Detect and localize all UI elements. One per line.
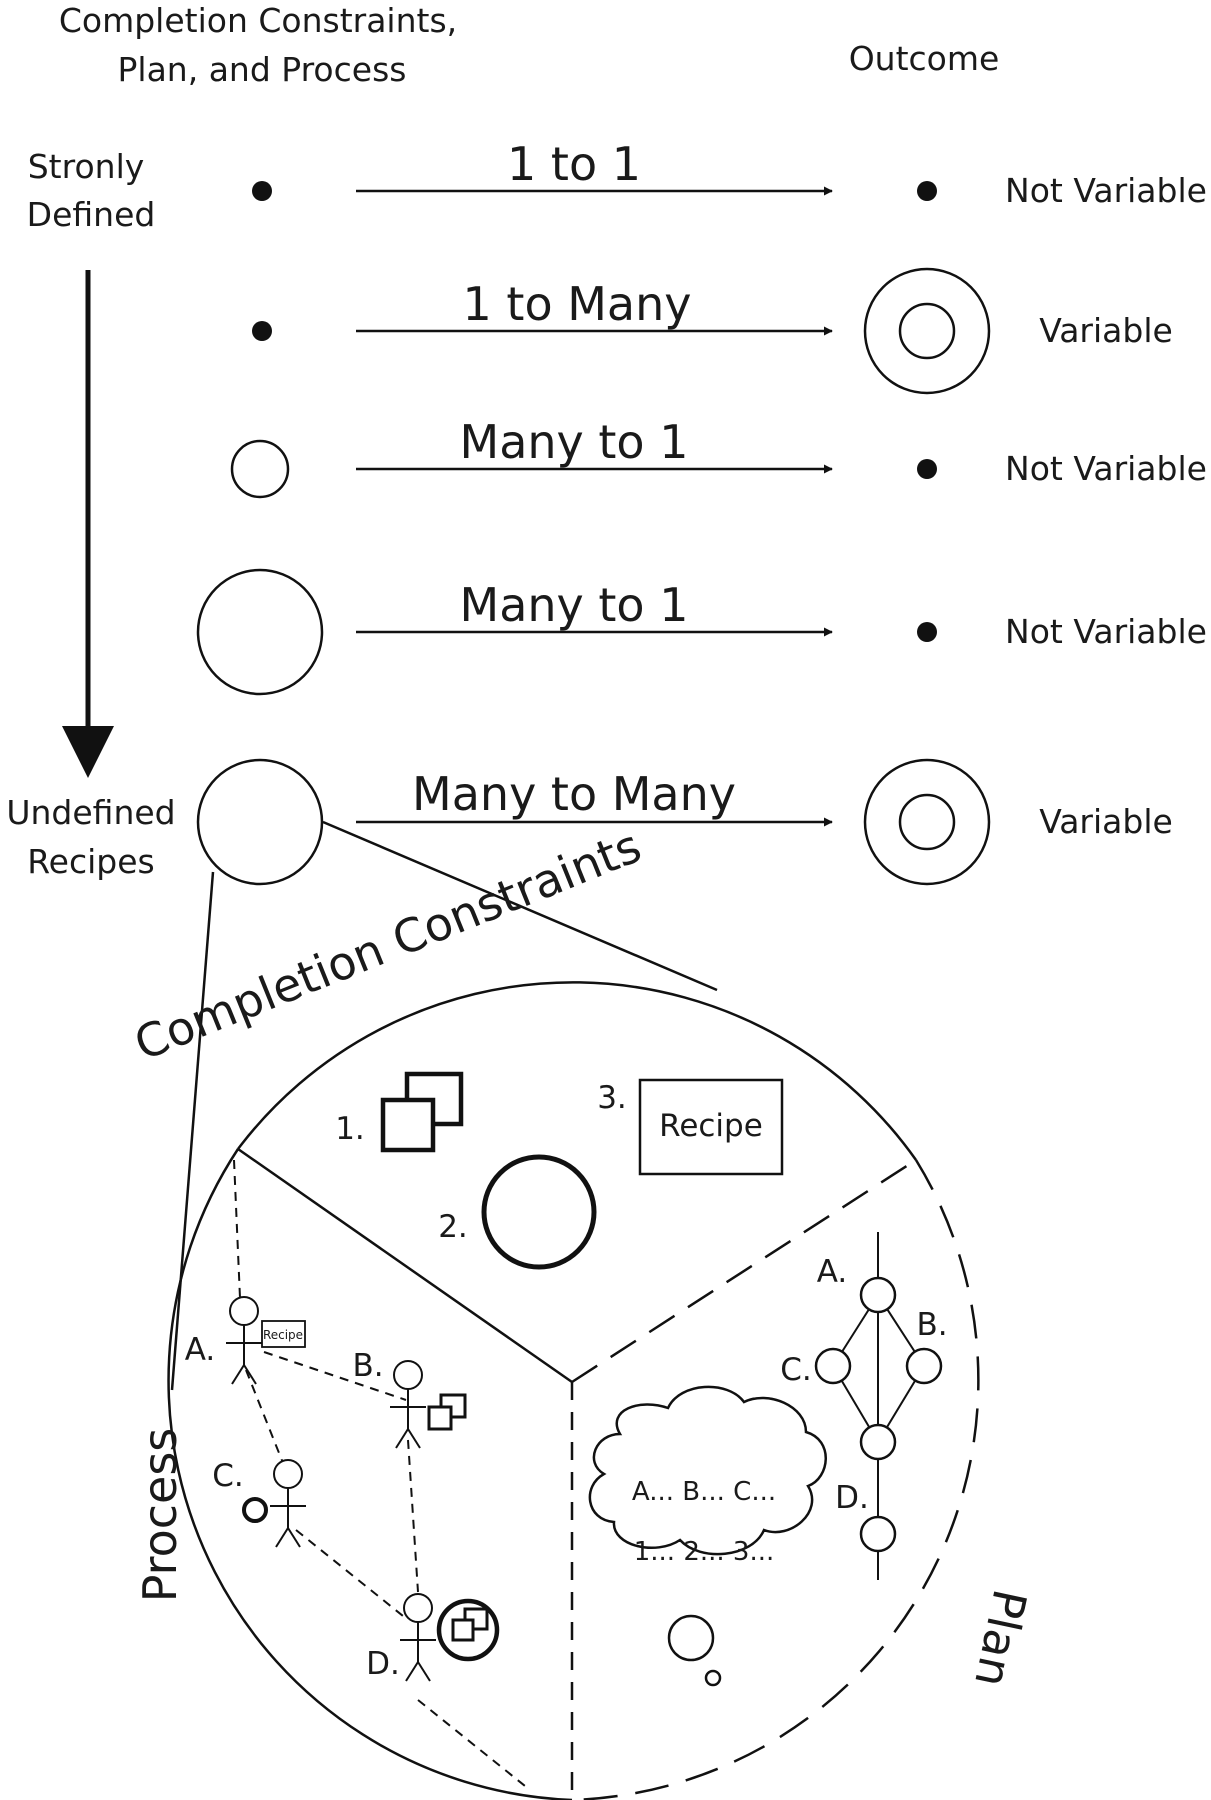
constraint-item-1-label: 1.: [335, 1111, 365, 1147]
row-2: 1 to Many Variable: [252, 267, 1173, 395]
agent-d-stick-figure-icon: [400, 1593, 436, 1682]
outcome-outer-ring: [863, 758, 991, 886]
outcome-dot: [917, 622, 937, 642]
divider-constraints-plan: [571, 1158, 917, 1384]
sector-title-process: Process: [133, 1428, 187, 1603]
detail-circle: Completion Constraints Process Plan 1. 2…: [127, 819, 1037, 1800]
axis-bottom-line1: Undefined: [6, 793, 175, 832]
recipe-card: [638, 1078, 784, 1176]
agent-c-stick-figure-icon: [270, 1459, 306, 1548]
constraint-item-3-label: 3.: [597, 1080, 627, 1116]
zoom-line-left: [170, 871, 215, 1391]
plan-node-b-label: B.: [916, 1307, 947, 1343]
outcome-dot: [917, 459, 937, 479]
plan-node-b: [905, 1347, 943, 1385]
relation-label: Many to 1: [460, 578, 689, 632]
sector-title-plan: Plan: [964, 1585, 1037, 1692]
outcome-inner-ring: [898, 302, 956, 360]
outcome-label: Variable: [1039, 311, 1173, 350]
thought-cloud-icon: [588, 1385, 827, 1687]
zoom-line-right: [322, 820, 718, 992]
process-network: [233, 1159, 531, 1791]
agent-a-recipe-label: Recipe: [263, 1328, 303, 1342]
agent-b-stick-figure-icon: [390, 1360, 426, 1449]
header-outcome: Outcome: [849, 39, 1000, 78]
input-circle-large: [196, 758, 324, 886]
plan-node-c: [814, 1347, 852, 1385]
recipe-card-label: Recipe: [659, 1108, 763, 1144]
outcome-inner-ring: [898, 793, 956, 851]
sector-title-constraints: Completion Constraints: [127, 819, 648, 1072]
agent-d-label: D.: [366, 1646, 400, 1682]
outcome-label: Variable: [1039, 802, 1173, 841]
bold-circle-icon: [481, 1154, 597, 1270]
axis-bottom-line2: Recipes: [27, 842, 155, 881]
input-circle-small: [230, 439, 290, 499]
process-sector-boundary: [167, 1148, 573, 1800]
plan-node-a-label: A.: [817, 1254, 848, 1290]
constraint-item-2-label: 2.: [438, 1209, 468, 1245]
overlapping-squares-icon: [380, 1071, 464, 1153]
agent-b-label: B.: [352, 1348, 383, 1384]
plan-node-a: [859, 1276, 897, 1314]
relation-label: 1 to Many: [463, 277, 692, 331]
outcome-label: Not Variable: [1005, 171, 1207, 210]
outcome-dot: [917, 181, 937, 201]
input-dot: [252, 181, 272, 201]
row-5: Many to Many Variable: [196, 758, 1173, 886]
plan-node-c-label: C.: [780, 1352, 812, 1388]
plan-node-d: [859, 1515, 897, 1553]
row-1: 1 to 1 Not Variable: [252, 137, 1207, 210]
agent-a-label: A.: [185, 1332, 216, 1368]
outcome-label: Not Variable: [1005, 449, 1207, 488]
agent-a-recipe-card: [261, 1320, 306, 1348]
axis-top-line2: Defined: [27, 195, 156, 234]
plan-node-merge: [859, 1423, 897, 1461]
divider-constraints-process: [237, 1147, 573, 1384]
axis-arrow-head: [62, 726, 114, 778]
plan-node-d-label: D.: [835, 1480, 869, 1516]
plan-sector-boundary: [571, 1159, 980, 1800]
agent-d-combined-icon: [436, 1598, 500, 1662]
input-circle-large: [196, 568, 324, 696]
header-left-line1: Completion Constraints,: [59, 1, 457, 40]
outcome-label: Not Variable: [1005, 612, 1207, 651]
header-left-line2: Plan, and Process: [118, 50, 407, 89]
thought-line-1: A... B... C...: [632, 1477, 776, 1507]
constraints-sector-boundary: [237, 981, 918, 1161]
agent-a-stick-figure-icon: [226, 1296, 262, 1385]
outcome-outer-ring: [863, 267, 991, 395]
thought-line-2: 1... 2... 3...: [634, 1537, 775, 1567]
row-4: Many to 1 Not Variable: [196, 568, 1207, 696]
row-3: Many to 1 Not Variable: [230, 415, 1207, 499]
agent-c-circle-icon: [242, 1497, 268, 1523]
axis-top-line1: Stronly: [28, 147, 145, 186]
agent-c-label: C.: [212, 1458, 244, 1494]
input-dot: [252, 321, 272, 341]
relation-label: 1 to 1: [507, 137, 641, 191]
relation-label: Many to Many: [412, 767, 736, 821]
agent-b-squares-icon: [427, 1393, 467, 1431]
relation-label: Many to 1: [460, 415, 689, 469]
